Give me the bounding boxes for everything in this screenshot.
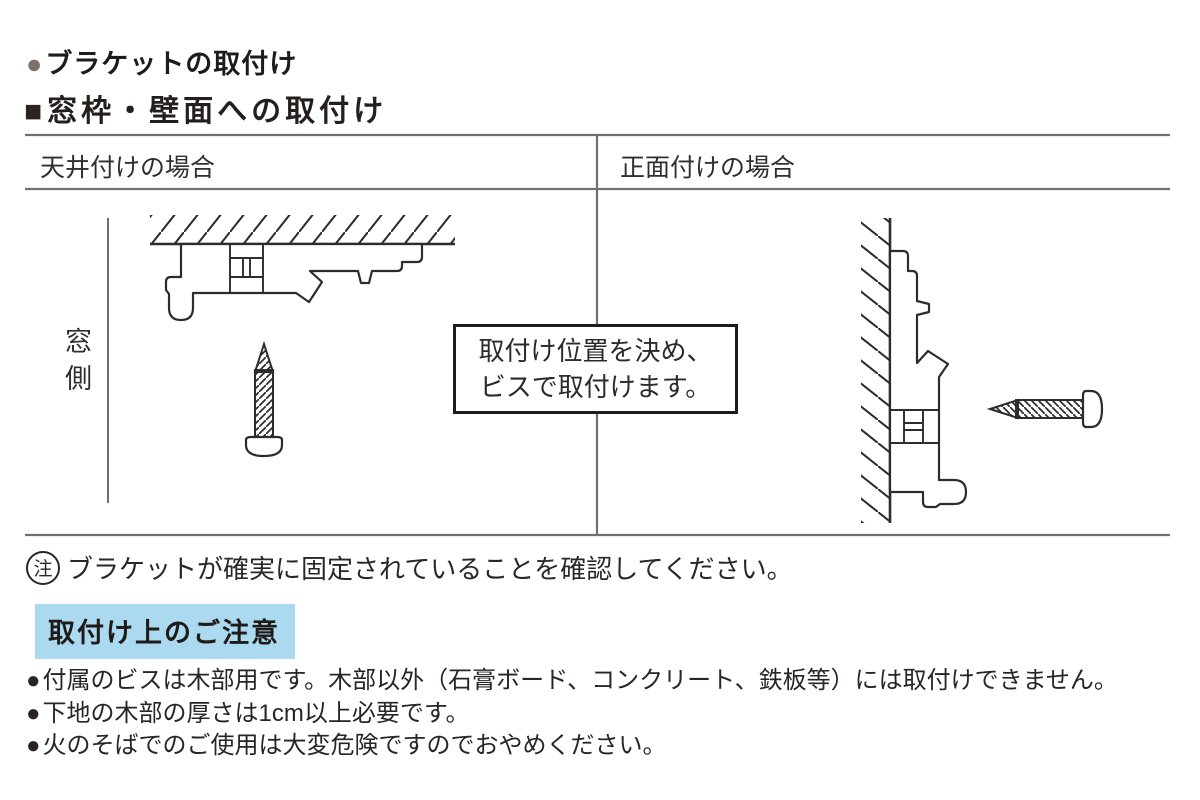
caution-item-bullet: ● — [26, 732, 41, 759]
caution-item-text: 下地の木部の厚さは1cm以上必要です。 — [42, 699, 470, 727]
caution-list: ● 付属のビスは木部用です。木部以外（石膏ボード、コンクリート、鉄板等）には取付… — [26, 665, 1118, 763]
section-title-text: 窓枠・壁面への取付け — [47, 95, 388, 128]
section-title: ■窓枠・壁面への取付け — [24, 86, 387, 130]
instruction-callout-box: 取付け位置を決め、 ビスで取付けます。 — [453, 324, 738, 414]
caution-item: ● 火のそばでのご使用は大変危険ですのでおやめください。 — [26, 730, 1118, 763]
caution-item-text: 付属のビスは木部用です。木部以外（石膏ボード、コンクリート、鉄板等）には取付けで… — [42, 667, 1118, 694]
section-square-marker: ■ — [24, 95, 47, 128]
note-text: ブラケットが確実に固定されていることを確認してください。 — [67, 554, 793, 584]
window-side-label: 窓側 — [61, 327, 91, 401]
page-title: ●ブラケットの取付け — [26, 42, 297, 81]
note-line: 注 ブラケットが確実に固定されていることを確認してください。 — [26, 549, 793, 586]
caution-item-bullet: ● — [26, 699, 41, 727]
column-header-front-mount: 正面付けの場合 — [620, 154, 796, 182]
column-header-ceiling-mount: 天井付けの場合 — [40, 154, 216, 182]
caution-item: ● 下地の木部の厚さは1cm以上必要です。 — [26, 698, 1118, 731]
caution-section-title: 取付け上のご注意 — [35, 604, 295, 659]
title-text: ブラケットの取付け — [45, 49, 298, 79]
ceiling-mount-diagram — [148, 213, 457, 458]
circled-note-icon: 注 — [26, 550, 60, 585]
table-grid — [25, 133, 1170, 537]
title-bullet: ● — [26, 49, 44, 79]
caution-item: ● 付属のビスは木部用です。木部以外（石膏ボード、コンクリート、鉄板等）には取付… — [26, 665, 1118, 698]
caution-item-bullet: ● — [26, 667, 41, 694]
wall-mount-diagram — [859, 216, 1104, 525]
instruction-line-2: ビスで取付けます。 — [479, 372, 712, 402]
instruction-line-1: 取付け位置を決め、 — [478, 336, 713, 366]
caution-item-text: 火のそばでのご使用は大変危険ですのでおやめください。 — [42, 732, 667, 759]
